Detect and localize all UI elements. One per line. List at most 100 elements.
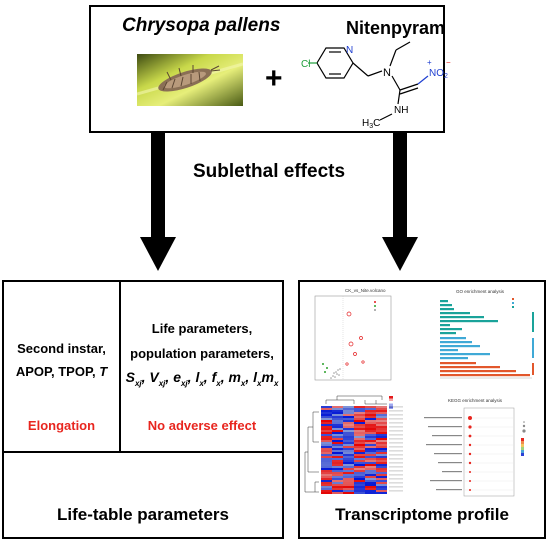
heatmap-cell (354, 426, 365, 428)
heatmap-cell (376, 464, 387, 466)
heatmap-cell (365, 458, 376, 460)
heatmap-cell (365, 462, 376, 464)
heatmap-cell (376, 422, 387, 424)
heatmap-cell (365, 480, 376, 482)
heatmap-cell (332, 408, 343, 410)
heatmap-cell (376, 484, 387, 486)
insect-photo (137, 54, 243, 106)
heatmap-cell (343, 434, 354, 436)
heatmap-cell (365, 442, 376, 444)
heatmap-cell (321, 444, 332, 446)
heatmap-cell (321, 432, 332, 434)
heatmap-cell (321, 468, 332, 470)
heatmap-gene-label (389, 462, 403, 464)
heatmap-cell (343, 490, 354, 492)
heatmap-cell (365, 454, 376, 456)
heatmap-cell (332, 454, 343, 456)
heatmap-cell (354, 448, 365, 450)
heatmap-cell (332, 476, 343, 478)
heatmap-cell (376, 460, 387, 462)
heatmap-cell (365, 484, 376, 486)
arrow-left (140, 133, 176, 271)
f-f-sub: x (216, 378, 221, 388)
heatmap-cell (321, 416, 332, 418)
heatmap-cell (321, 464, 332, 466)
heatmap-cell (354, 492, 365, 494)
heatmap-cell (343, 476, 354, 478)
heatmap-gene-label (389, 490, 403, 492)
heatmap-cell (332, 448, 343, 450)
heatmap-cell (376, 436, 387, 438)
heatmap-cell (332, 484, 343, 486)
heatmap-cell (343, 480, 354, 482)
heatmap-cell (343, 474, 354, 476)
heatmap-cell (321, 406, 332, 408)
heatmap-cell (332, 416, 343, 418)
heatmap-cell (376, 434, 387, 436)
heatmap-gene-label (389, 482, 403, 484)
life-table-panel (2, 280, 284, 539)
heatmap-cell (365, 444, 376, 446)
heatmap-cell (365, 416, 376, 418)
nh-label: NH (394, 105, 408, 116)
heatmap-cell (376, 448, 387, 450)
heatmap-cell (343, 458, 354, 460)
heatmap-gene-label (389, 446, 403, 448)
heatmap-gene-label (389, 406, 403, 408)
heatmap-cell (365, 424, 376, 426)
heatmap-cell (332, 436, 343, 438)
heatmap-cell (321, 476, 332, 478)
heatmap-cell (343, 484, 354, 486)
heatmap-cell (343, 424, 354, 426)
col2-result: No adverse effect (147, 418, 257, 433)
heatmap-cell (343, 454, 354, 456)
heatmap-cell (365, 482, 376, 484)
heatmap-cell (376, 432, 387, 434)
heatmap-cell (365, 470, 376, 472)
heatmap-color-key-swatch (389, 396, 393, 399)
heatmap-cell (332, 406, 343, 408)
heatmap-cell (354, 456, 365, 458)
heatmap-cell (321, 446, 332, 448)
heatmap-cell (343, 406, 354, 408)
heatmap-gene-label (389, 470, 403, 472)
heatmap-cell (343, 482, 354, 484)
heatmap-cell (354, 470, 365, 472)
heatmap-cell (332, 480, 343, 482)
heatmap-cell (376, 480, 387, 482)
heatmap-cell (354, 420, 365, 422)
heatmap-cell (321, 456, 332, 458)
heatmap-cell (343, 408, 354, 410)
heatmap-gene-label (389, 486, 403, 488)
heatmap-cell (332, 490, 343, 492)
heatmap-cell (376, 472, 387, 474)
no2-label: NO2 (429, 68, 448, 80)
heatmap-cell (321, 470, 332, 472)
heatmap-cell (365, 466, 376, 468)
heatmap-cell (332, 456, 343, 458)
heatmap-cell (321, 480, 332, 482)
heatmap-cell (354, 418, 365, 420)
heatmap-cell (332, 450, 343, 452)
heatmap-cell (376, 490, 387, 492)
heatmap-cell (343, 442, 354, 444)
heatmap-cell (321, 422, 332, 424)
heatmap-cell (376, 466, 387, 468)
heatmap-cell (376, 424, 387, 426)
heatmap-cell (354, 436, 365, 438)
f-f: f (211, 369, 217, 385)
heatmap-cell (343, 436, 354, 438)
heatmap-gene-label (389, 434, 403, 436)
heatmap-cell (321, 492, 332, 494)
heatmap-cell (365, 430, 376, 432)
heatmap-cell (332, 482, 343, 484)
heatmap-cell (343, 456, 354, 458)
heatmap-cell (343, 428, 354, 430)
heatmap-cell (321, 440, 332, 442)
heatmap-cell (376, 410, 387, 412)
heatmap-cell (343, 488, 354, 490)
heatmap-cell (354, 408, 365, 410)
heatmap-cell (343, 416, 354, 418)
heatmap-cell (354, 480, 365, 482)
heatmap-cell (376, 452, 387, 454)
